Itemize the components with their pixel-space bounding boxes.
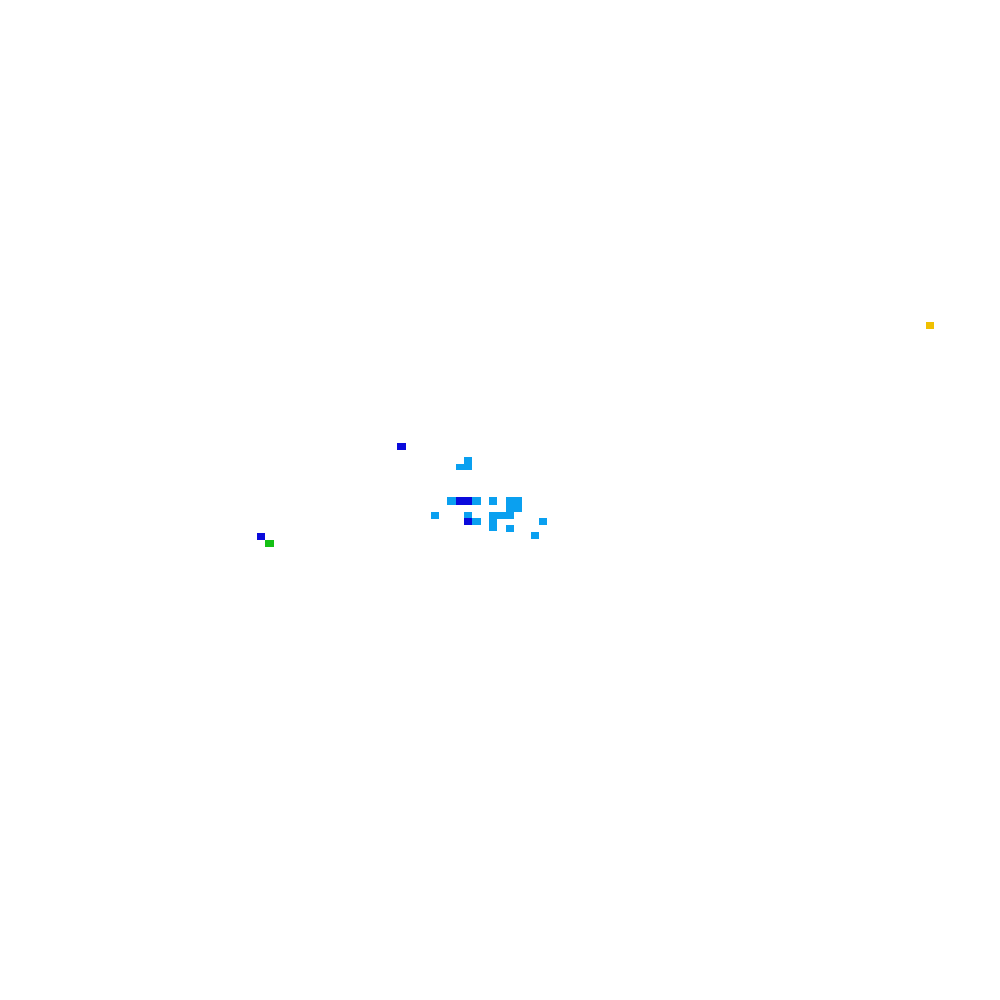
light-blue-pixel-block — [506, 525, 514, 532]
light-blue-pixel-block — [447, 497, 456, 505]
light-blue-pixel-block — [472, 497, 481, 505]
yellow-pixel-block — [926, 322, 934, 329]
dark-blue-pixel-block — [397, 443, 406, 450]
light-blue-pixel-block — [464, 457, 472, 464]
light-blue-pixel-block — [539, 518, 547, 525]
light-blue-pixel-block — [506, 497, 522, 512]
light-blue-pixel-block — [472, 518, 481, 525]
dark-blue-pixel-block — [464, 518, 472, 525]
light-blue-pixel-block — [489, 519, 497, 531]
dark-blue-pixel-block — [257, 533, 265, 540]
light-blue-pixel-block — [431, 512, 439, 519]
green-pixel-block — [265, 540, 274, 547]
light-blue-pixel-block — [531, 532, 539, 539]
light-blue-pixel-block — [489, 497, 497, 505]
dark-blue-pixel-block — [456, 497, 472, 505]
light-blue-pixel-block — [464, 512, 472, 518]
light-blue-pixel-block — [489, 512, 514, 519]
light-blue-pixel-block — [456, 464, 472, 470]
